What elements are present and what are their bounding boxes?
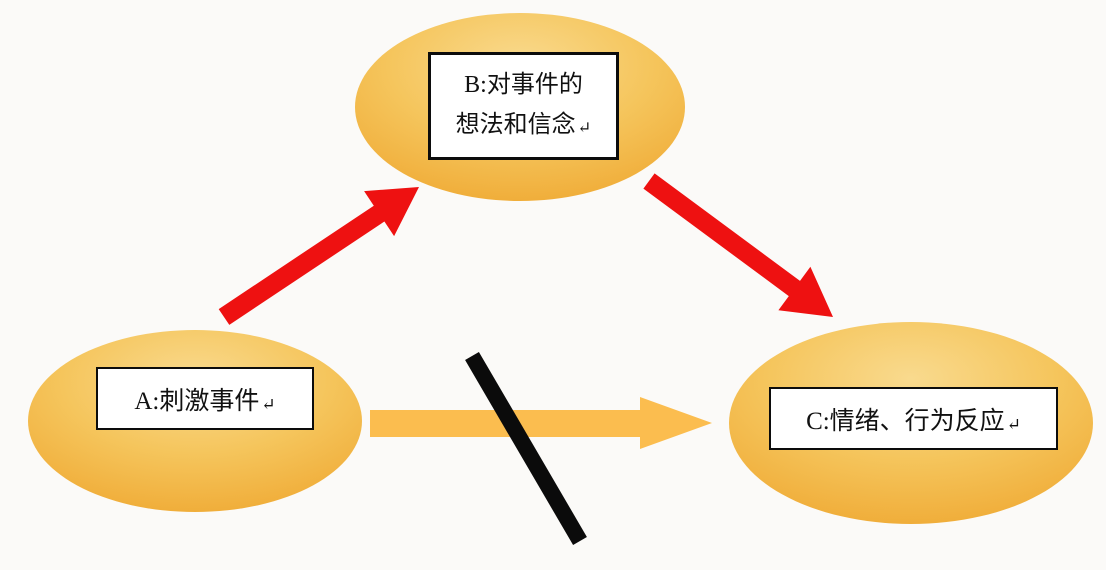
- node-b-label-cont: 想法和信念: [455, 112, 576, 138]
- node-c-label: C:情绪、行为反应: [806, 407, 1005, 435]
- node-a-text-line: A:刺激事件↵: [134, 381, 275, 417]
- arrow-a-to-b: [218, 187, 419, 325]
- node-a-label: A:刺激事件: [134, 387, 260, 415]
- return-mark-icon: ↵: [1006, 414, 1021, 434]
- arrow-a-to-c: [370, 397, 712, 449]
- node-b-text-line1: B:对事件的: [464, 65, 583, 105]
- node-b-label-box: B:对事件的 想法和信念↵: [428, 52, 619, 160]
- arrow-b-to-c: [643, 173, 833, 317]
- return-mark-icon: ↵: [577, 118, 592, 137]
- node-b-label: B:对事件的: [464, 72, 583, 98]
- node-c-text-line: C:情绪、行为反应↵: [806, 401, 1021, 437]
- blocker-bar: [465, 351, 587, 546]
- node-c-label-box: C:情绪、行为反应↵: [769, 387, 1058, 450]
- node-b-text-line2: 想法和信念↵: [456, 105, 592, 147]
- return-mark-icon: ↵: [261, 394, 276, 414]
- node-a-label-box: A:刺激事件↵: [96, 367, 314, 430]
